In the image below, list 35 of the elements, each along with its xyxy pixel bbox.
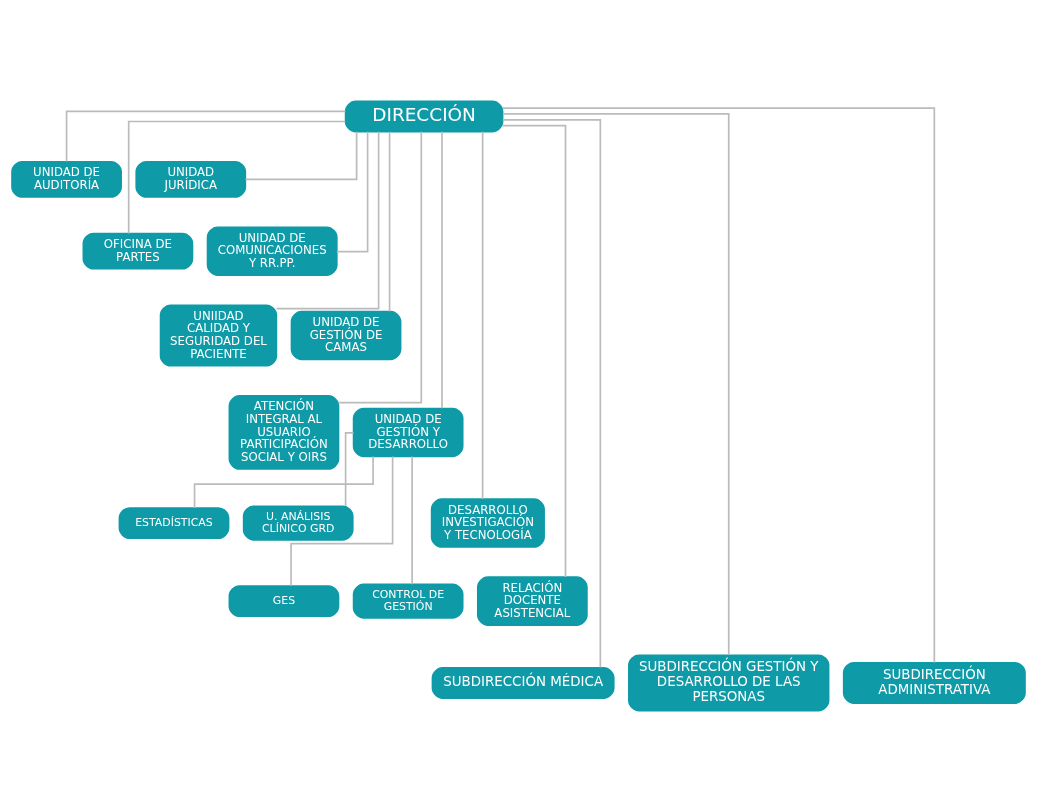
connector (244, 130, 358, 180)
connector (388, 130, 391, 312)
node-box: GES (228, 584, 340, 617)
node-box: UNIDAD DE COMUNICACIONES Y RR.PP. (206, 225, 338, 276)
node-box: OFICINA DE PARTES (82, 232, 194, 270)
connector (441, 130, 443, 409)
connector (193, 455, 374, 509)
connector (502, 112, 730, 656)
node-box: UNIDAD JURÍDICA (135, 160, 247, 198)
connector (65, 110, 347, 162)
connector (411, 455, 413, 585)
node-box: SUBDIRECCIÓN MÉDICA (431, 666, 615, 699)
node-box: DIRECCIÓN (344, 100, 504, 132)
connector (337, 130, 423, 403)
node-box: RELACIÓN DOCENTE ASISTENCIAL (476, 575, 588, 626)
node-box: DESARROLLO INVESTIGACIÓN Y TECNOLOGÍA (430, 497, 545, 548)
node-box: CONTROL DE GESTIÓN (352, 583, 464, 619)
connector (127, 120, 347, 234)
connector (501, 118, 602, 668)
node-box: SUBDIRECCIÓN GESTIÓN Y DESARROLLO DE LAS PERSONAS (628, 653, 830, 711)
node-box: UNIDAD DE AUDITORÍA (11, 160, 122, 198)
connector (481, 130, 484, 500)
connector (275, 130, 380, 309)
node-box: UNIIDAD CALIDAD Y SEGURIDAD DEL PACIENTE (159, 303, 278, 367)
node-box: UNIDAD DE GESTIÓN Y DESARROLLO (352, 407, 464, 457)
connector (290, 455, 394, 587)
connector (501, 106, 936, 663)
node-box: ATENCIÓN INTEGRAL AL USUARIO PARTICIPACIÓN SOCIAL Y OIRS (228, 394, 340, 470)
node-box: U. ANÁLISIS CLÍNICO GRD (242, 504, 354, 541)
connector (501, 124, 567, 578)
connector (336, 130, 369, 252)
connector (344, 431, 355, 507)
node-box: ESTADÍSTICAS (118, 506, 230, 539)
node-box: SUBDIRECCIÓN ADMINISTRATIVA (842, 661, 1026, 704)
node-box: UNIDAD DE GESTIÓN DE CAMAS (290, 310, 402, 360)
